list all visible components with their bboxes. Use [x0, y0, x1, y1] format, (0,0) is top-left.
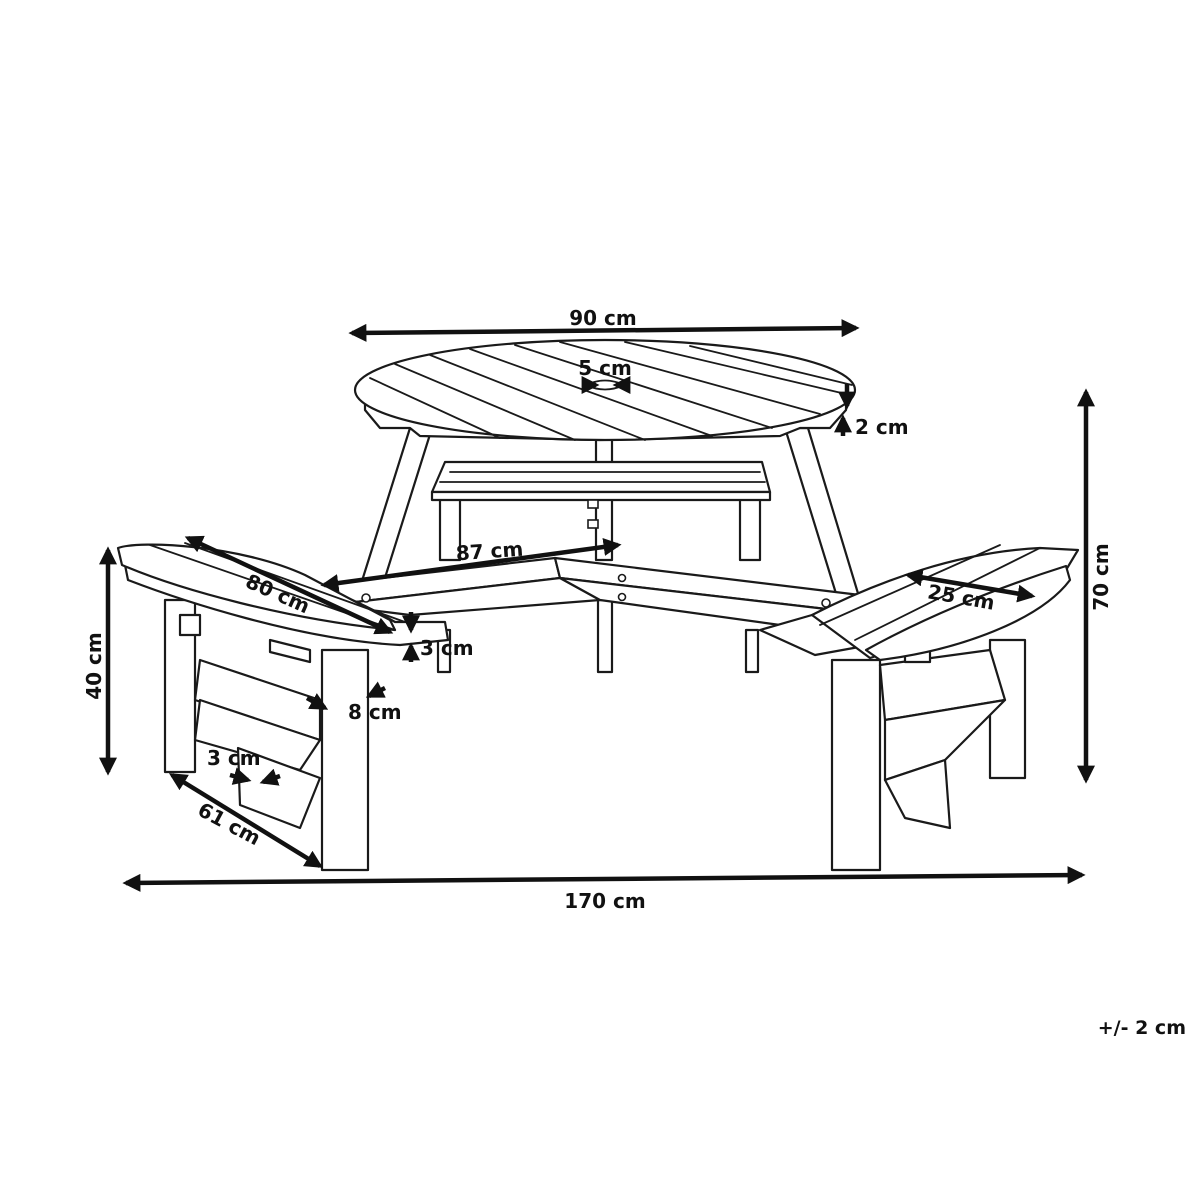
- table-frame: [320, 556, 862, 627]
- label-umbrella-hole: 5 cm: [578, 356, 632, 380]
- label-bench-height: 40 cm: [82, 632, 106, 700]
- tolerance-note: +/- 2 cm: [1098, 1017, 1186, 1039]
- label-leg-thickness: 3 cm: [207, 746, 261, 770]
- dimension-lines: [99, 319, 1095, 892]
- table-under-slats: [430, 460, 772, 529]
- label-inner-span: 87 cm: [455, 537, 524, 566]
- label-table-diameter: 90 cm: [569, 306, 637, 330]
- label-total-height: 70 cm: [1089, 543, 1113, 611]
- table-drawing: [116, 338, 1080, 872]
- label-leg-width: 8 cm: [348, 700, 402, 724]
- label-bench-top-thickness: 3 cm: [420, 636, 474, 660]
- label-total-width: 170 cm: [564, 889, 645, 913]
- table-top: [353, 338, 857, 442]
- label-table-top-thickness: 2 cm: [855, 415, 909, 439]
